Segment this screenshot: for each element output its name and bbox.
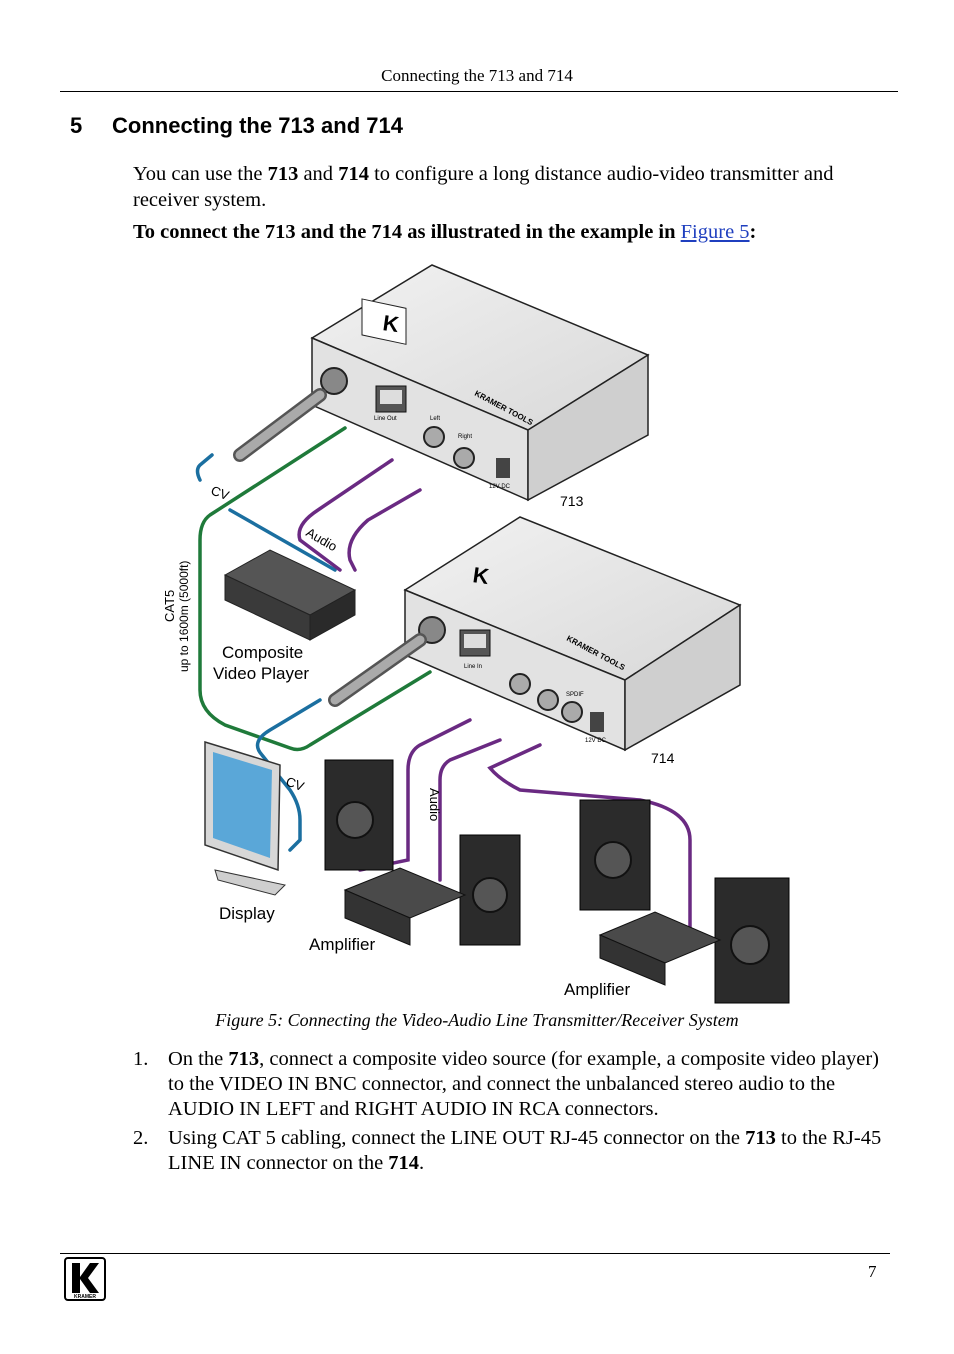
instruction-colon: : <box>749 221 757 243</box>
model-713: 713 <box>267 163 299 185</box>
bnc-connector-714 <box>328 633 427 707</box>
footer-rule <box>60 1253 890 1254</box>
section-title-text: Connecting the 713 and 714 <box>112 113 403 138</box>
device-714: K KRAMER TOOLS Line In SPDIF 12V DC 714 <box>403 516 742 766</box>
instruction-text: To connect the 713 and the 714 as illust… <box>133 221 681 243</box>
connection-figure: K KRAMER TOOLS Line Out Left Right 12V D… <box>162 264 790 1004</box>
step-text: Using CAT 5 cabling, connect the LINE OU… <box>168 1127 746 1149</box>
power-label-713: 12V DC <box>489 484 511 490</box>
logo-text: KRAMER <box>74 1294 96 1300</box>
step-model: 713 <box>745 1127 776 1149</box>
player-label-line2: Video Player <box>213 664 309 683</box>
amplifier-label-2: Amplifier <box>564 980 630 999</box>
step-model: 714 <box>388 1152 420 1174</box>
figure-caption: Figure 5: Connecting the Video-Audio Lin… <box>215 1010 739 1030</box>
running-head: Connecting the 713 and 714 <box>381 66 573 85</box>
player-label-line1: Composite <box>222 643 303 662</box>
port-line-out-label: Line Out <box>374 416 397 422</box>
step-number: 2. <box>133 1127 149 1149</box>
video-cable-in <box>228 508 337 572</box>
header-rule <box>60 91 898 92</box>
power-label-714: 12V DC <box>585 738 607 744</box>
audio-cable-713a <box>297 458 394 572</box>
display-label: Display <box>219 904 275 923</box>
step-text: . <box>419 1152 425 1174</box>
amplifier-label-1: Amplifier <box>309 935 375 954</box>
intro-text: to configure a long distance audio-video… <box>133 163 834 211</box>
svg-text:K: K <box>381 310 400 337</box>
step-item: 2. Using CAT 5 cabling, connect the LINE … <box>133 1126 893 1176</box>
bnc-connector-713 <box>233 388 327 462</box>
intro-text: and <box>298 163 339 185</box>
port-right-label: Right <box>458 434 472 440</box>
device-713-label: 713 <box>560 493 584 509</box>
display <box>204 740 287 896</box>
cat5-label: CAT5 <box>162 590 177 622</box>
device-714-label: 714 <box>651 750 675 766</box>
amplifiers <box>343 867 722 986</box>
instruction-heading: To connect the 713 and the 714 as illust… <box>133 221 893 244</box>
device-713: K KRAMER TOOLS Line Out Left Right 12V D… <box>310 264 650 509</box>
step-number: 1. <box>133 1048 149 1070</box>
distance-label: up to 1600m (5000ft) <box>177 561 191 672</box>
audio-bottom-label: Audio <box>427 788 442 821</box>
audio-cable-714a <box>358 718 472 872</box>
cv-bottom-label: CV <box>284 774 306 794</box>
intro-text: You can use the <box>133 163 268 185</box>
audio-cable-714b <box>438 738 502 882</box>
port-spdif-label: SPDIF <box>566 692 584 698</box>
video-cable-out <box>255 698 322 852</box>
speakers <box>324 759 790 1004</box>
intro-paragraph: You can use the 713 and 714 to configure… <box>133 161 883 213</box>
step-text: to the RJ-45 LINE IN connector on the <box>168 1127 882 1174</box>
kramer-logo: KRAMER <box>64 1257 106 1301</box>
audio-top-label: Audio <box>304 525 340 555</box>
model-714: 714 <box>338 163 369 185</box>
cv-top-label: CV <box>209 483 231 503</box>
section-number: 5 <box>70 113 83 138</box>
steps-list: 1.On the 713, connect a composite video … <box>133 1047 893 1180</box>
page-number: 7 <box>868 1262 877 1281</box>
step-text: , connect a composite video source (for … <box>168 1048 880 1120</box>
audio-cable-713b <box>347 488 422 572</box>
port-line-in-label: Line In <box>464 664 482 670</box>
step-model: 713 <box>228 1048 260 1070</box>
step-text: On the <box>168 1048 229 1070</box>
step-item: 1. On the 713, connect a composite video … <box>133 1047 893 1122</box>
port-left-label: Left <box>430 416 440 422</box>
cat5-cable <box>198 426 432 752</box>
figure-link[interactable]: Figure 5 <box>680 221 750 243</box>
video-player <box>223 549 357 641</box>
section-title: 5 Connecting the 713 and 714 <box>70 113 403 139</box>
svg-text:K: K <box>471 562 490 589</box>
